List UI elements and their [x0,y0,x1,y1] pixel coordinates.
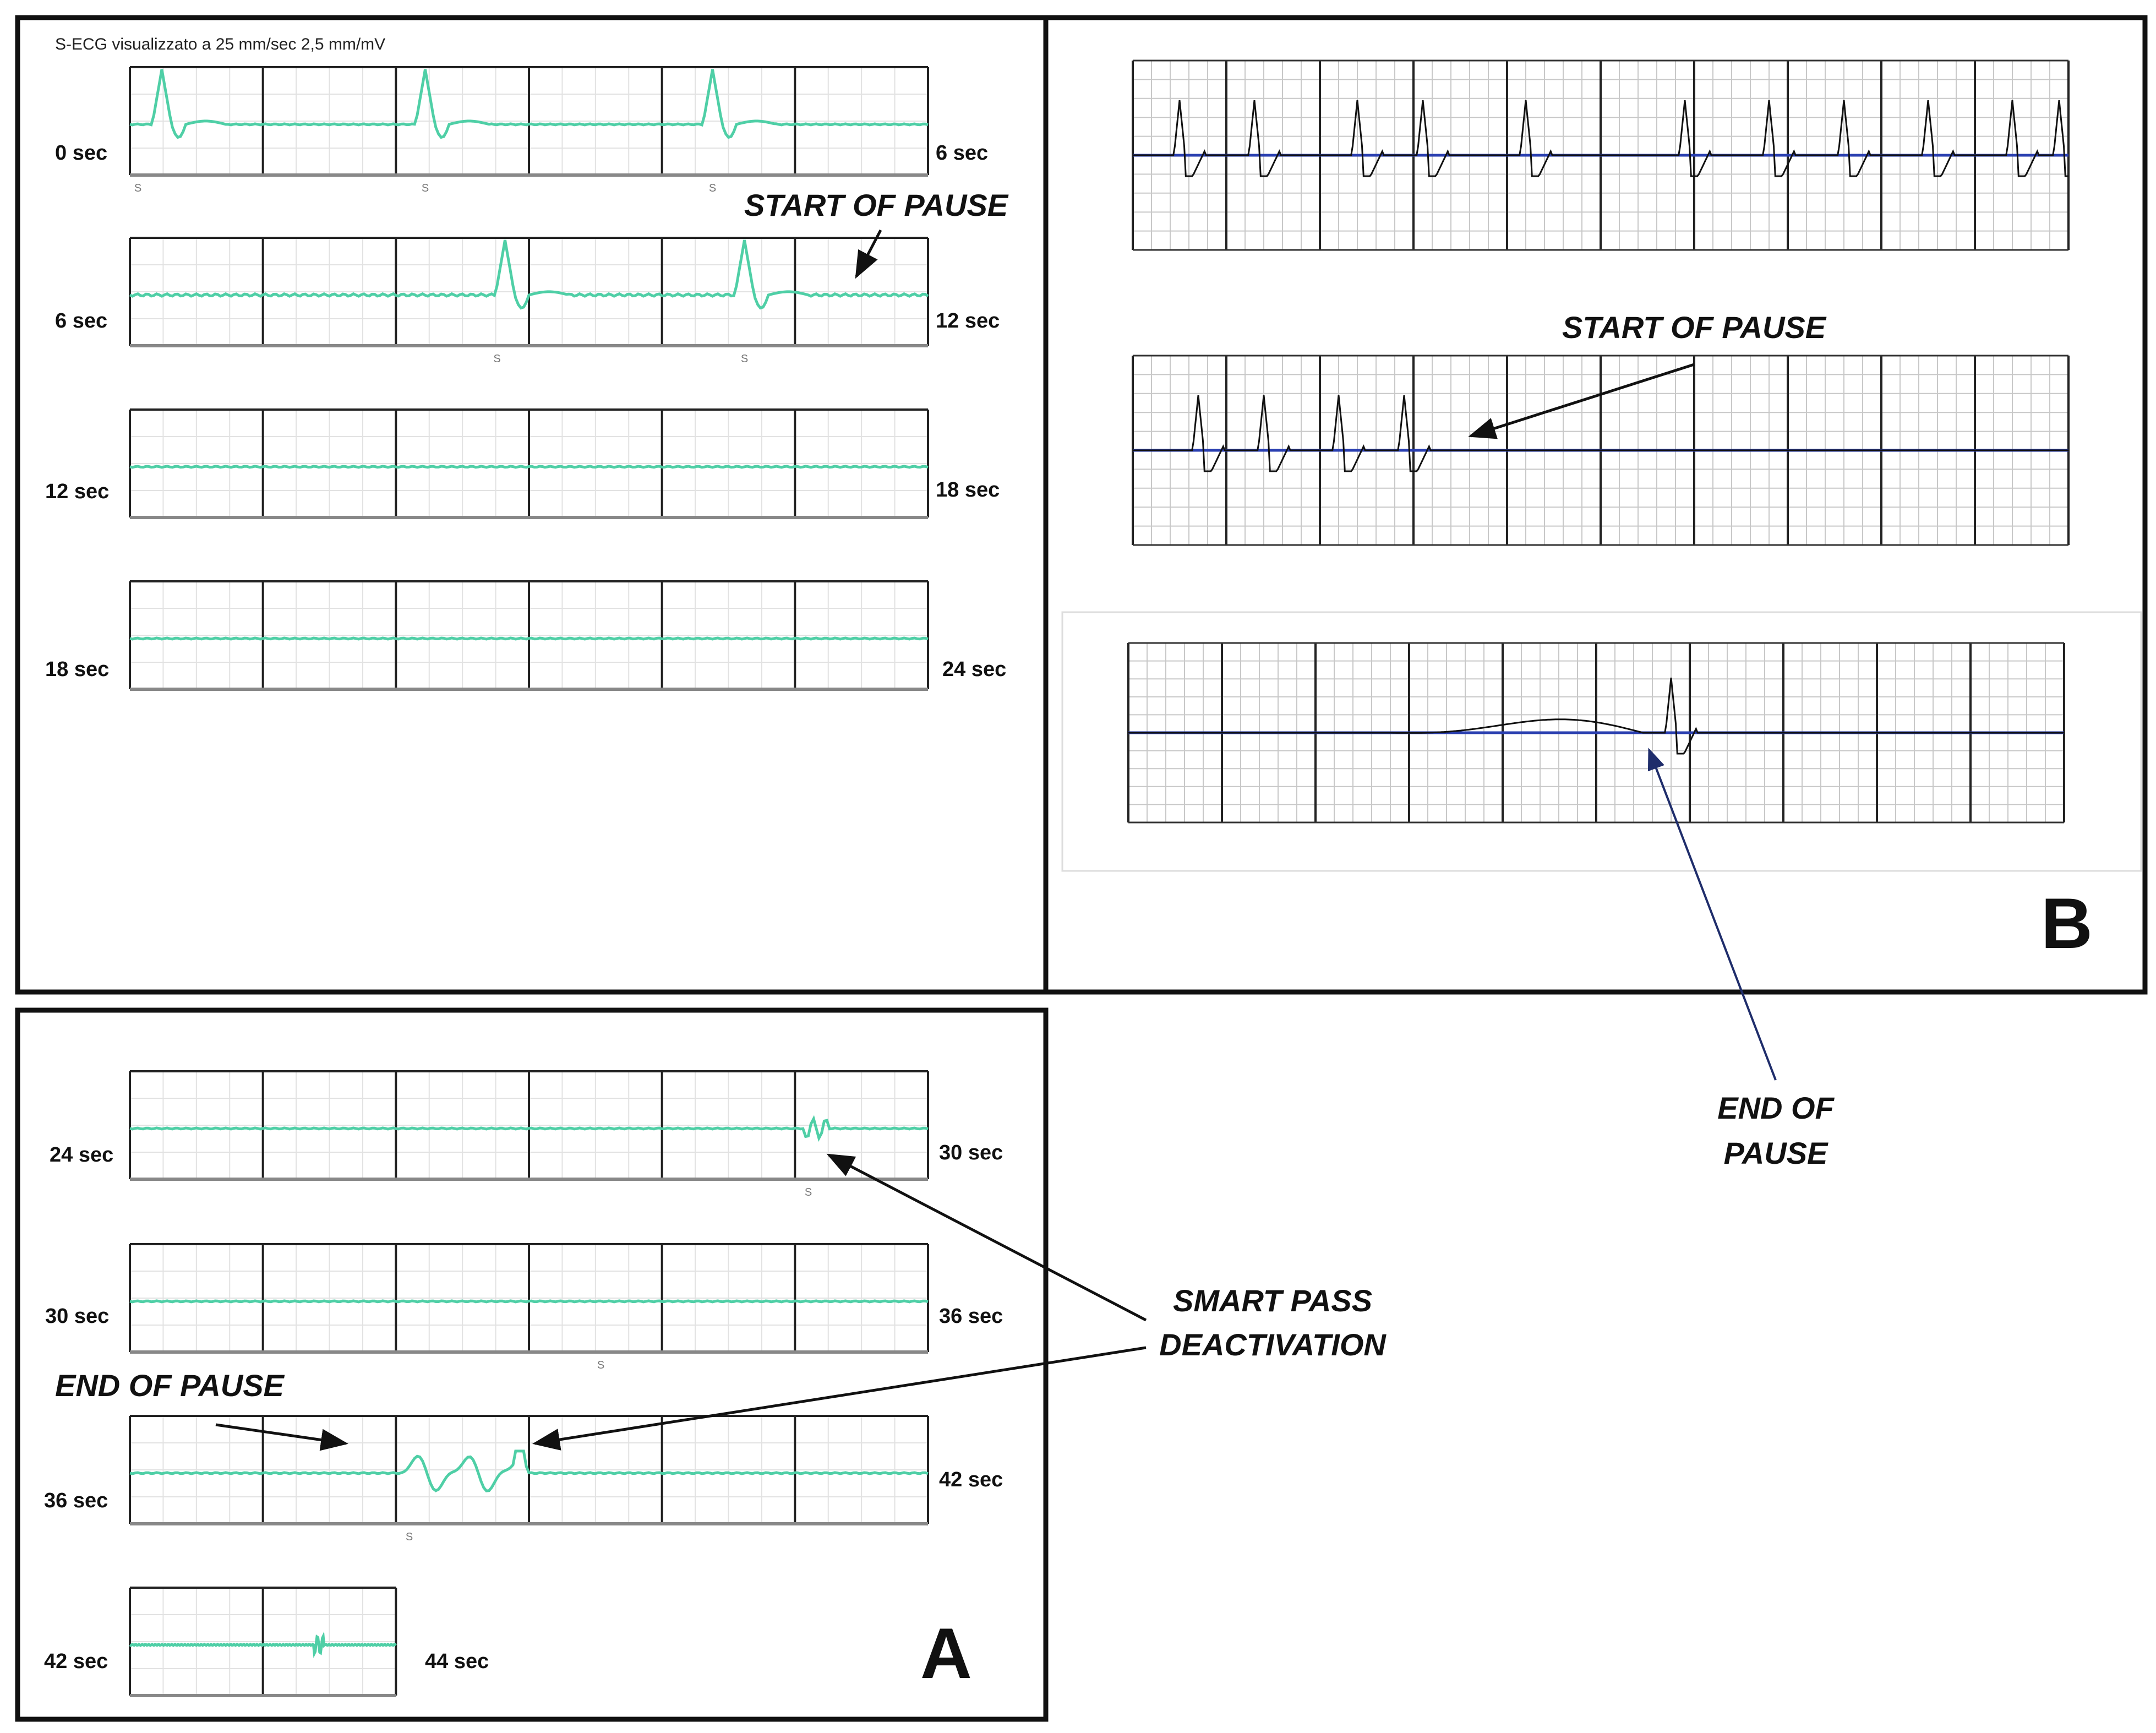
time-label-row1-start: 0 sec [55,141,107,165]
ecg-strip-a-row-8 [129,1587,397,1697]
time-label-row4-start: 18 sec [45,658,109,681]
panel-a-time-labels: 0 sec 6 sec 6 sec 12 sec 12 sec 18 sec 1… [44,141,1006,1673]
b-end-of-pause-arrow [1647,748,1777,1081]
ecg-strip-a-row-6: S [129,1243,929,1371]
ecg-trace [129,239,929,310]
panel-b-letter: B [2041,883,2093,963]
beat-marker: S [597,1359,604,1371]
beat-marker: S [709,182,716,194]
ecg-trace [1133,100,2068,177]
b-end-of-pause-label-line1: END OF [1717,1091,1835,1125]
time-label-row4-end: 24 sec [942,658,1006,681]
b-start-of-pause-label: START OF PAUSE [1562,310,1827,345]
beat-marker: S [406,1531,413,1543]
time-label-row8-end: 44 sec [425,1650,489,1673]
ecg-trace [129,636,929,641]
smart-pass-label-line2: DEACTIVATION [1159,1327,1387,1362]
time-label-row2-start: 6 sec [55,309,107,333]
panel-b-start-of-pause: START OF PAUSE [1468,310,1827,439]
end-of-pause-arrow [215,1423,348,1451]
time-label-row3-start: 12 sec [45,480,109,503]
panel-a-header: S-ECG visualizzato a 25 mm/sec 2,5 mm/mV [55,35,385,53]
time-label-row7-end: 42 sec [939,1468,1003,1491]
ecg-trace [129,1449,929,1492]
smart-pass-annotation: SMART PASS DEACTIVATION [532,1153,1387,1451]
beat-marker: S [493,353,500,365]
beat-marker: S [422,182,429,194]
ecg-trace [129,1631,397,1658]
time-label-row8-start: 42 sec [44,1650,108,1673]
time-label-row2-end: 12 sec [936,309,1000,333]
time-label-row6-start: 30 sec [45,1305,109,1328]
panel-b-end-of-pause: END OF PAUSE [1647,748,1835,1170]
ecg-strip-a-row-3 [129,408,929,519]
smart-pass-arrow-upper [826,1153,1147,1322]
ecg-strip-a-row-5: S [129,1070,929,1198]
panel-b-strips [1061,59,2142,872]
ecg-trace [1128,677,2064,755]
time-label-row5-end: 30 sec [939,1141,1003,1164]
ecg-strip-b-row-1 [1132,59,2070,251]
panel-b-frame [1043,15,2148,995]
b-end-of-pause-label-line2: PAUSE [1724,1136,1828,1170]
panel-a-end-of-pause: END OF PAUSE [55,1368,348,1451]
time-label-row5-start: 24 sec [50,1143,113,1167]
ecg-strip-b-row-3 [1127,642,2065,824]
start-of-pause-label: START OF PAUSE [744,188,1009,222]
beat-marker: S [805,1186,812,1198]
panel-a-start-of-pause: START OF PAUSE [744,188,1009,279]
ecg-trace [129,69,929,139]
ecg-trace [1133,395,2068,472]
smart-pass-label-line1: SMART PASS [1173,1283,1372,1318]
time-label-row6-end: 36 sec [939,1305,1003,1328]
start-of-pause-arrow [855,229,882,279]
time-label-row1-end: 6 sec [936,141,988,165]
beat-marker: S [134,182,141,194]
ecg-trace [129,1115,929,1142]
ecg-trace [129,1299,929,1304]
panel-a-letter: A [920,1613,972,1693]
end-of-pause-label: END OF PAUSE [55,1368,285,1403]
time-label-row3-end: 18 sec [936,478,1000,502]
ecg-strip-b-row-2 [1132,355,2070,546]
b-strip3-surround [1061,611,2142,872]
ecg-strip-a-row-7: S [129,1415,929,1543]
ecg-strip-a-row-4 [129,580,929,691]
time-label-row7-start: 36 sec [44,1489,108,1512]
beat-marker: S [741,353,748,365]
ecg-trace [129,465,929,469]
b-start-of-pause-arrow [1468,363,1695,439]
smart-pass-arrow-lower [532,1346,1147,1451]
